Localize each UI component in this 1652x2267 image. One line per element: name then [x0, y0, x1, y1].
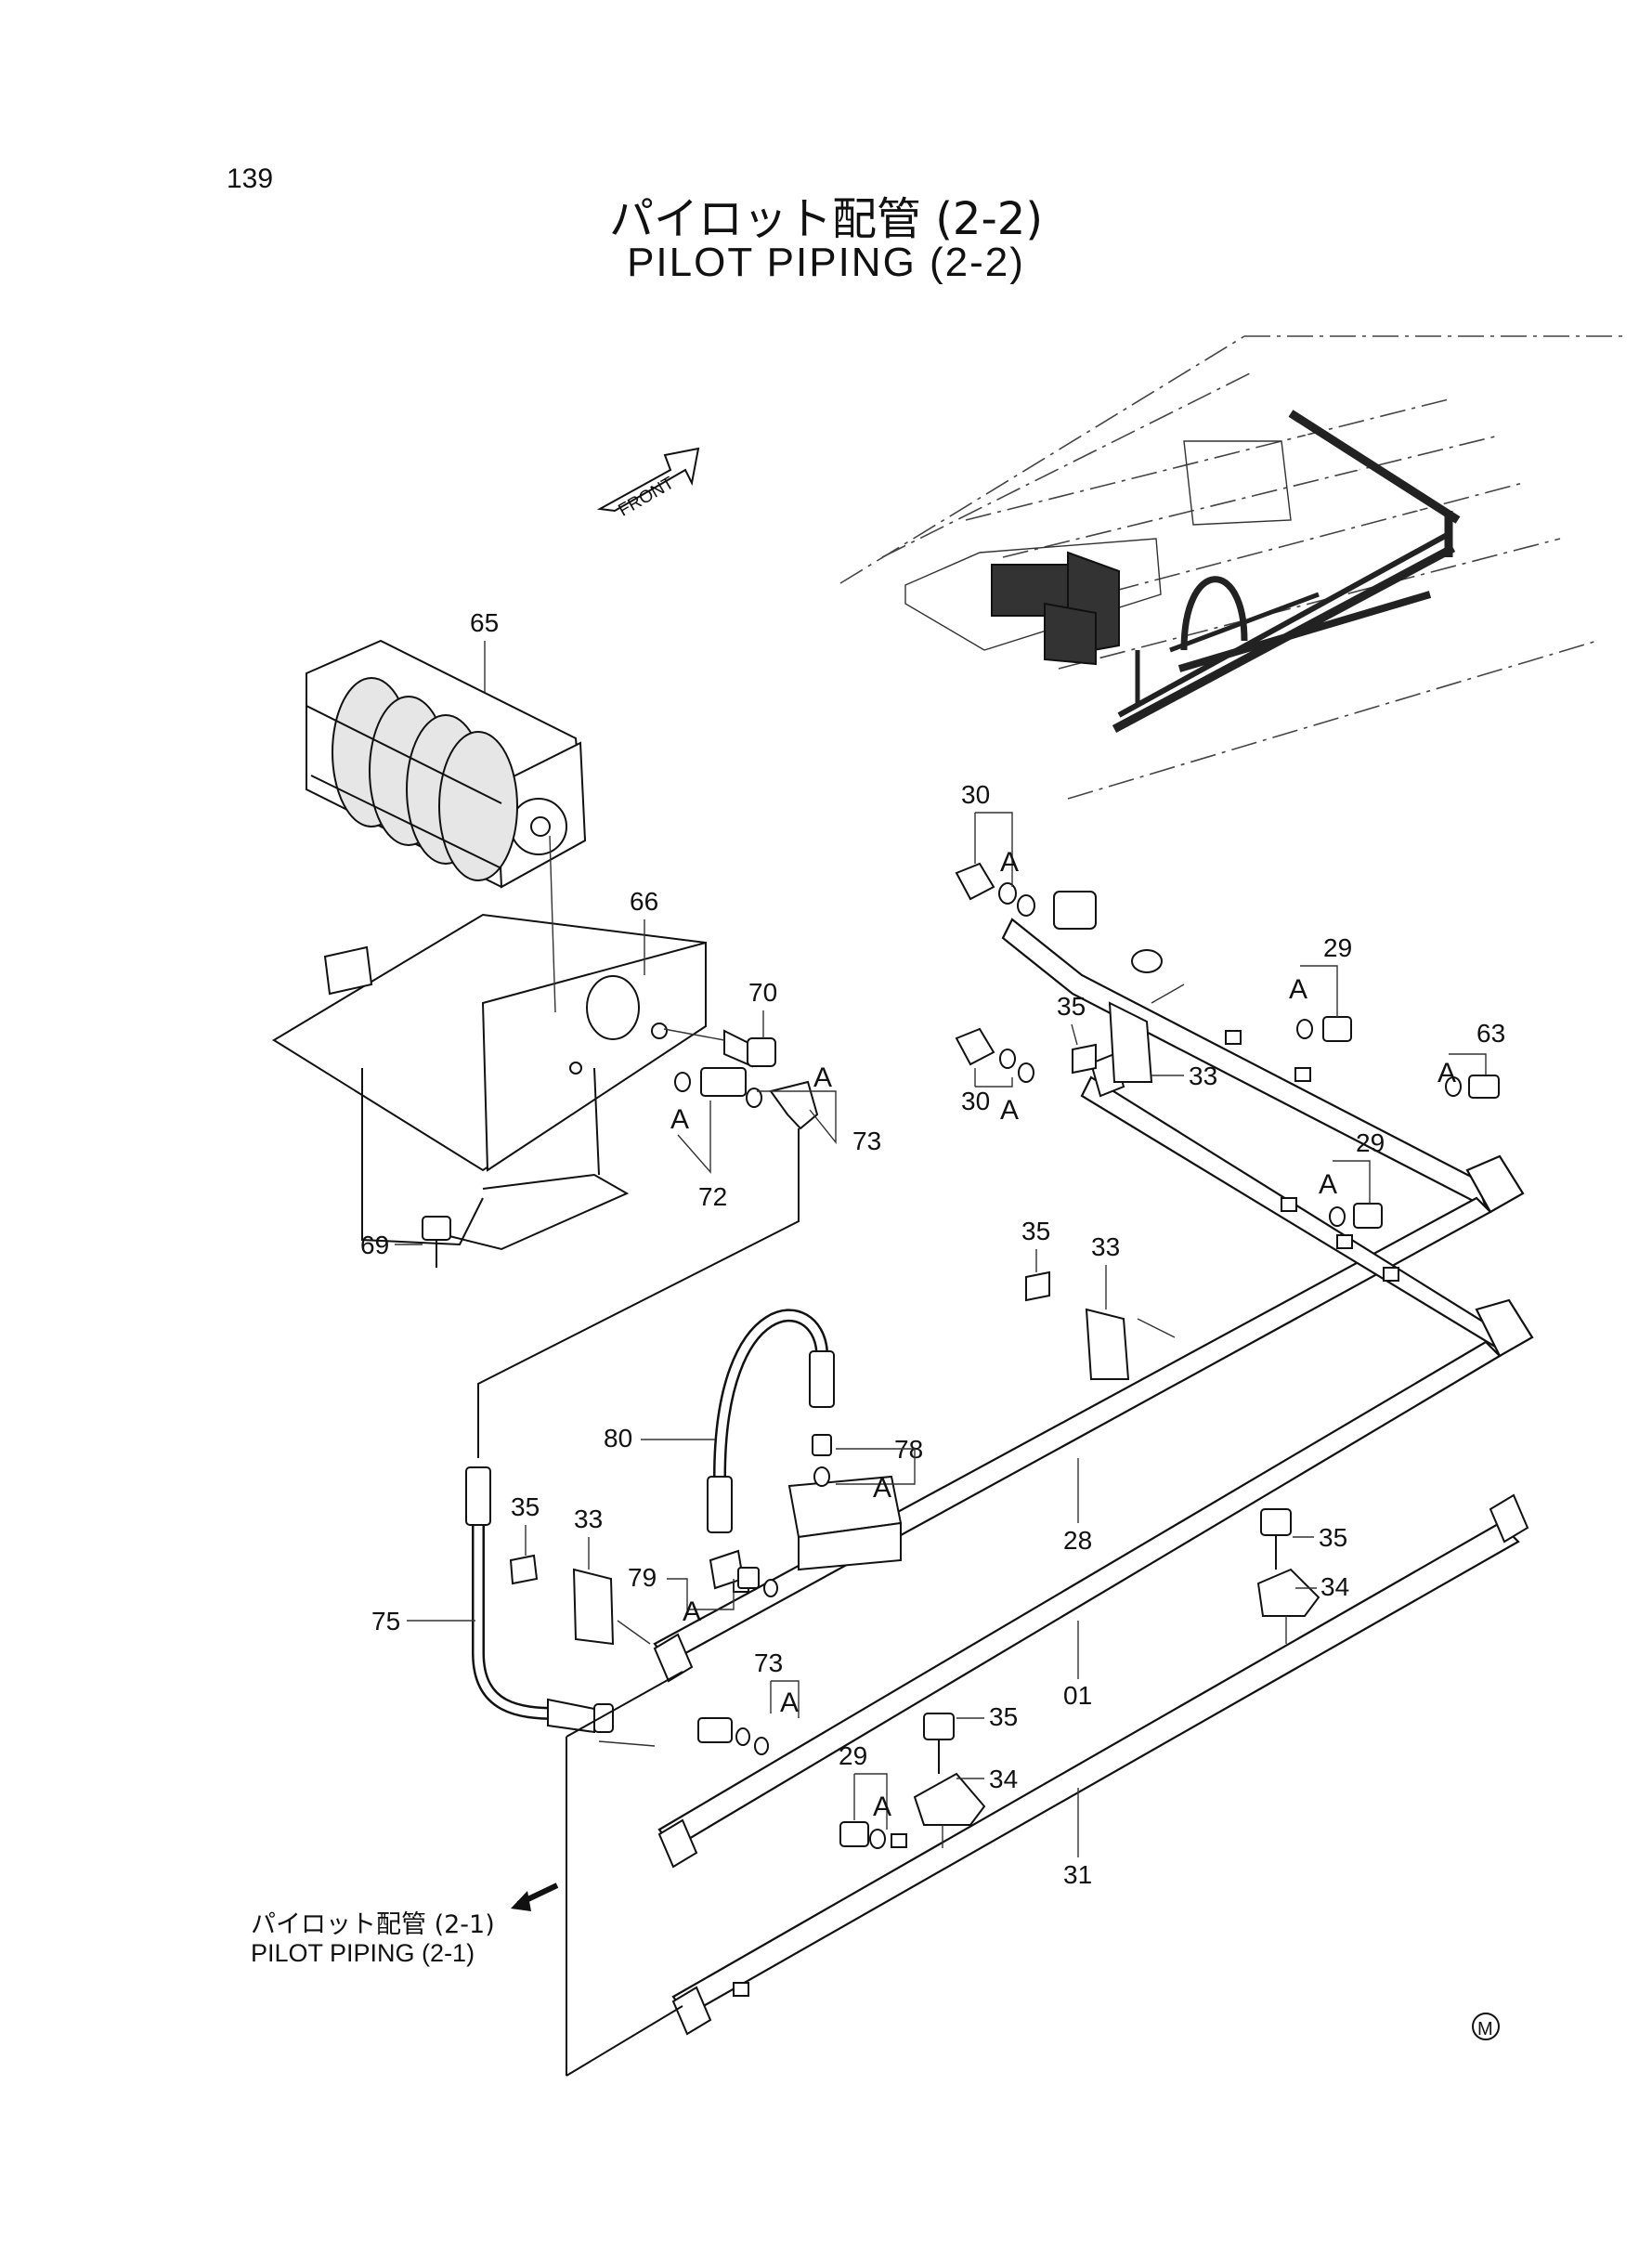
svg-text:M: M	[1477, 2019, 1493, 2039]
marker-a-73-lower: A	[780, 1687, 799, 1718]
marker-a-29-middle: A	[1319, 1169, 1337, 1200]
callout-29-middle: 29	[1356, 1128, 1385, 1157]
callout-33-lower-left: 33	[574, 1505, 603, 1533]
part-66-bracket	[272, 835, 707, 1251]
callout-69: 69	[360, 1231, 389, 1259]
callout-30-lower: 30	[961, 1087, 990, 1115]
part-33-34-35-clamps	[509, 1001, 1320, 1826]
marker-a-29-lower: A	[873, 1791, 891, 1822]
marker-a-73-upper: A	[813, 1062, 832, 1093]
reference-title-english: PILOT PIPING (2-1)	[251, 1939, 475, 1967]
callout-35-bottom: 35	[989, 1702, 1018, 1731]
callout-35-lower-right: 35	[1319, 1523, 1347, 1552]
callout-33-middle: 33	[1091, 1232, 1120, 1261]
callout-35-upper: 35	[1057, 992, 1086, 1021]
reference-lines	[511, 984, 1287, 2077]
marker-a-29-upper: A	[1289, 974, 1307, 1005]
marker-a-78: A	[873, 1473, 891, 1504]
callout-75: 75	[371, 1607, 400, 1635]
marker-a-72: A	[670, 1104, 689, 1135]
manual-mark-icon: M	[1472, 2013, 1500, 2040]
callout-73-upper: 73	[852, 1127, 881, 1155]
part-75-hose	[465, 1466, 614, 1734]
callout-34-upper: 34	[1320, 1572, 1349, 1601]
callout-29-lower: 29	[839, 1741, 867, 1770]
marker-a-30-upper: A	[1000, 847, 1019, 878]
callout-63: 63	[1476, 1019, 1505, 1048]
callout-28: 28	[1063, 1526, 1092, 1555]
part-65-unit	[306, 639, 587, 889]
callout-73-lower: 73	[754, 1648, 783, 1677]
machine-frame-inset	[839, 335, 1625, 800]
part-29-63-fittings	[839, 1016, 1500, 1849]
callout-35-middle: 35	[1021, 1217, 1050, 1245]
callout-labels: 65 66 70 69 72 A 73 A 30 A 30 A 29 A 63	[360, 608, 1505, 1889]
reference-title-japanese: パイロット配管 (2-1)	[251, 1910, 495, 1939]
part-69-bolt	[422, 1216, 451, 1268]
callout-30-upper: 30	[961, 780, 990, 809]
callout-29-upper: 29	[1323, 933, 1352, 962]
callout-66: 66	[630, 887, 658, 916]
callout-35-lower-left: 35	[511, 1492, 540, 1521]
callout-34-lower: 34	[989, 1765, 1018, 1793]
callout-80: 80	[604, 1424, 632, 1453]
callout-31: 31	[1063, 1860, 1092, 1889]
marker-a-30-lower: A	[1000, 1095, 1019, 1126]
marker-a-63: A	[1437, 1058, 1456, 1088]
callout-79: 79	[628, 1563, 657, 1592]
front-direction-arrow-icon: FRONT	[596, 447, 700, 521]
marker-a-79: A	[683, 1596, 701, 1627]
title-japanese: パイロット配管 (2-2)	[608, 193, 1044, 245]
part-70-bolt	[663, 1028, 776, 1068]
callout-33-upper: 33	[1189, 1062, 1217, 1090]
callout-72: 72	[698, 1182, 727, 1211]
callout-65: 65	[470, 608, 499, 637]
part-79-73-lower-fittings	[697, 1549, 778, 1755]
callout-01: 01	[1063, 1681, 1092, 1710]
part-72-73-fittings	[477, 1067, 819, 1458]
callout-70: 70	[748, 978, 777, 1007]
page-number: 139	[227, 163, 274, 194]
part-30-plugs	[955, 862, 1035, 1083]
part-80-hose-78-block	[707, 1309, 903, 1571]
title-english: PILOT PIPING (2-2)	[627, 240, 1025, 285]
